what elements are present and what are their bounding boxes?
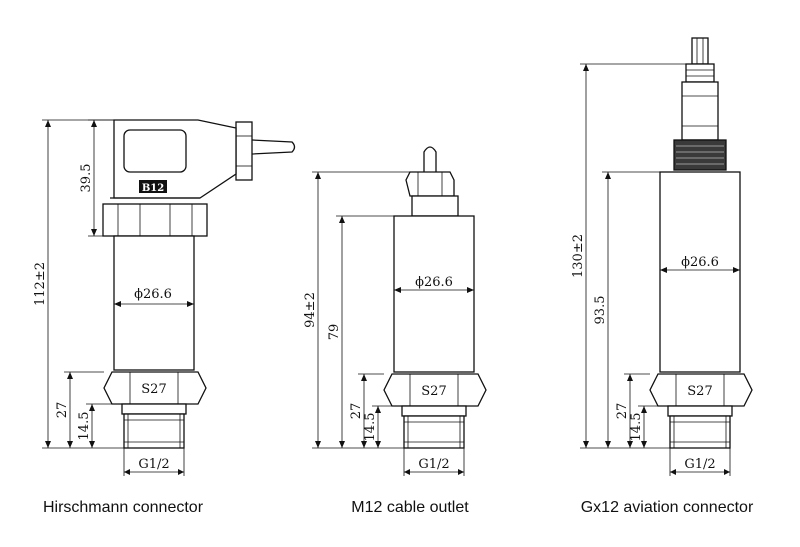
hirschmann-thread-collar (121, 403, 187, 415)
gx12-total-height: 130±2 (571, 234, 586, 278)
gx12-body-height: 93.5 (593, 296, 608, 325)
m12-gland-nut (405, 171, 455, 197)
hirschmann-plug-label-box (139, 180, 167, 193)
hirschmann-housing (113, 119, 237, 199)
m12-thread-height: 14.5 (363, 413, 378, 442)
gx12-hex-height: 27 (615, 403, 630, 420)
m12-thread-label: G1/2 (418, 457, 449, 472)
m12-thread-collar (401, 405, 467, 417)
hirschmann-total-height: 112±2 (33, 262, 48, 306)
gx12-thread-height: 14.5 (629, 413, 644, 442)
m12-diameter: ϕ26.6 (415, 275, 453, 290)
gx12-hex-label: S27 (687, 384, 712, 399)
caption-m12: M12 cable outlet (351, 499, 469, 516)
m12-body (393, 215, 475, 373)
gx12-sensor: ϕ26.6 S27 G1/2 130±2 93.5 27 (571, 37, 754, 516)
hirschmann-thread-height: 14.5 (77, 412, 92, 441)
m12-hex-label: S27 (421, 384, 446, 399)
m12-hex (383, 373, 487, 407)
m12-sensor: ϕ26.6 S27 G1/2 94±2 79 27 14 (303, 146, 487, 516)
gx12-knurled-nut (673, 139, 727, 171)
m12-hex-height: 27 (349, 403, 364, 420)
gx12-thread-collar (667, 405, 733, 417)
gx12-thread-label: G1/2 (684, 457, 715, 472)
gx12-hex (649, 373, 753, 407)
hirschmann-hex-label: S27 (141, 382, 166, 397)
hirschmann-cable (251, 139, 296, 155)
m12-total-height: 94±2 (303, 292, 318, 328)
gx12-thread (669, 415, 731, 449)
caption-gx12: Gx12 aviation connector (581, 499, 754, 516)
hirschmann-plug-label: B12 (142, 183, 164, 194)
m12-thread (403, 415, 465, 449)
hirschmann-hex (103, 371, 207, 405)
hirschmann-thread-label: G1/2 (138, 457, 169, 472)
hirschmann-gland (235, 121, 253, 181)
gx12-cable-collar (685, 63, 715, 83)
gx12-body (659, 171, 741, 373)
hirschmann-thread (123, 413, 185, 449)
m12-body-height: 79 (327, 324, 342, 341)
hirschmann-connector-height: 39.5 (79, 164, 94, 193)
m12-gland-body (411, 195, 459, 217)
hirschmann-hex-height: 27 (55, 402, 70, 419)
gx12-plug-body (681, 81, 719, 141)
hirschmann-diameter: ϕ26.6 (134, 287, 172, 302)
hirschmann-body (113, 235, 195, 371)
gx12-diameter: ϕ26.6 (681, 255, 719, 270)
gx12-cable (691, 37, 709, 65)
hirschmann-top-nut (102, 203, 208, 237)
caption-hirschmann: Hirschmann connector (43, 499, 204, 516)
m12-cable (423, 146, 437, 172)
hirschmann-sensor: B12 ϕ26.6 S27 G1/2 (33, 119, 296, 516)
hirschmann-window (123, 129, 187, 173)
